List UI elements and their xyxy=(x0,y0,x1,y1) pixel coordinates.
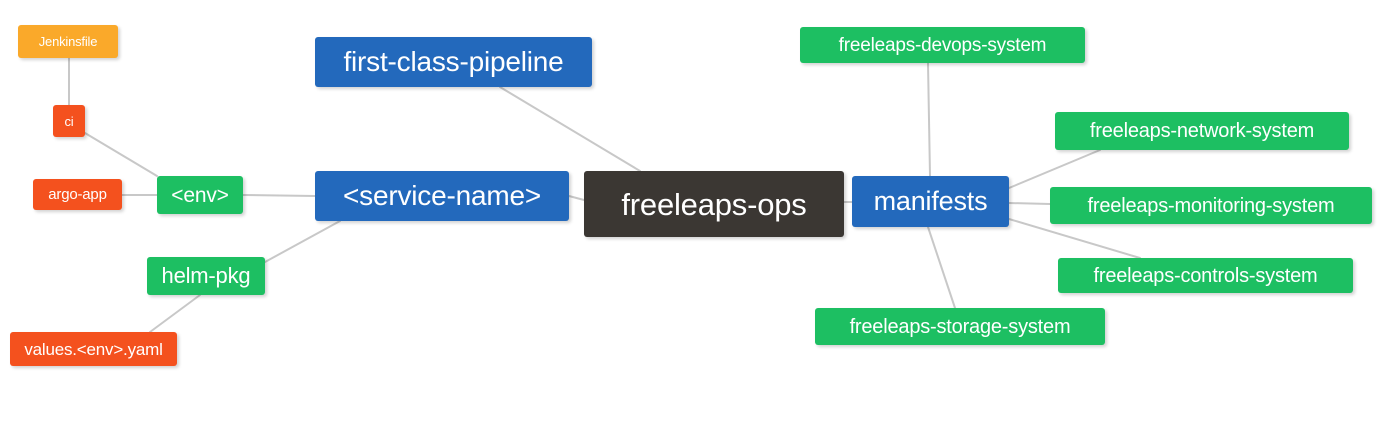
edge-valuesyaml-helmpkg xyxy=(149,294,201,333)
edge-servicename-ops xyxy=(568,195,585,201)
edge-manifests-storage xyxy=(927,226,956,309)
edge-manifests-monitoring xyxy=(1008,202,1051,205)
edge-ci-env xyxy=(84,132,158,177)
node-devops-system[interactable]: freeleaps-devops-system xyxy=(800,27,1085,63)
node-env[interactable]: <env> xyxy=(157,176,243,214)
node-monitoring-system[interactable]: freeleaps-monitoring-system xyxy=(1050,187,1372,224)
node-helm-pkg[interactable]: helm-pkg xyxy=(147,257,265,295)
node-jenkinsfile[interactable]: Jenkinsfile xyxy=(18,25,118,58)
node-network-system[interactable]: freeleaps-network-system xyxy=(1055,112,1349,150)
node-controls-system[interactable]: freeleaps-controls-system xyxy=(1058,258,1353,293)
node-ci[interactable]: ci xyxy=(53,105,85,137)
node-argo-app[interactable]: argo-app xyxy=(33,179,122,210)
node-values-yaml[interactable]: values.<env>.yaml xyxy=(10,332,177,366)
node-service-name[interactable]: <service-name> xyxy=(315,171,569,221)
node-manifests[interactable]: manifests xyxy=(852,176,1009,227)
node-freeleaps-ops[interactable]: freeleaps-ops xyxy=(584,171,844,237)
edge-manifests-devops xyxy=(927,62,931,177)
edge-manifests-network xyxy=(1008,149,1101,189)
node-storage-system[interactable]: freeleaps-storage-system xyxy=(815,308,1105,345)
edge-manifests-controls xyxy=(1008,218,1141,259)
node-first-class-pipeline[interactable]: first-class-pipeline xyxy=(315,37,592,87)
edge-helmpkg-servicename xyxy=(264,220,341,263)
edge-env-servicename xyxy=(242,194,316,197)
edge-pipeline-ops xyxy=(499,86,641,172)
